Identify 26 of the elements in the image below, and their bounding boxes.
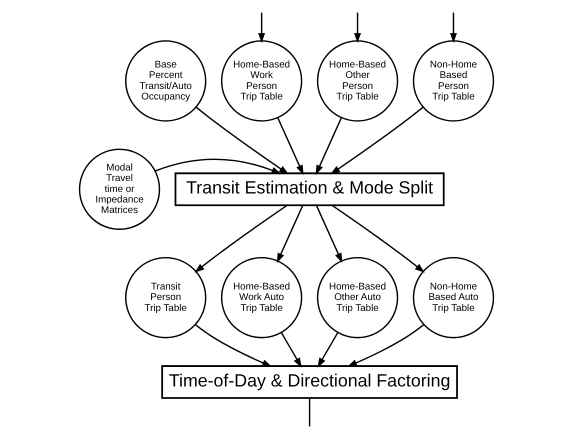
arrow [316,205,342,263]
arrow [450,12,457,44]
arrow [277,117,304,176]
node-box: Transit Estimation & Mode Split [174,172,445,206]
node-box: Time-of-Day & Directional Factoring [161,365,458,399]
arrow [196,106,289,174]
arrow [258,12,266,44]
arrow [330,106,424,174]
arrow [154,158,282,174]
arrow [276,205,304,263]
arrow [347,324,424,367]
arrow [194,204,288,273]
arrow [316,117,342,176]
node-circle: Modal Travel time or Impedance Matrices [78,148,160,230]
node-circle: Home-Based Other Person Trip Table [316,40,398,122]
node-circle: Non-Home Based Person Trip Table [412,40,494,122]
arrow [194,324,272,367]
node-circle: Home-Based Work Auto Trip Table [220,256,302,338]
arrow [332,204,425,273]
arrow [354,12,362,44]
connector [308,398,310,426]
arrow [317,332,338,368]
arrow [280,332,302,368]
node-circle: Home-Based Other Auto Trip Table [316,256,398,338]
node-circle: Home-Based Work Person Trip Table [220,40,302,122]
node-circle: Base Percent Transit/Auto Occupancy [125,40,206,122]
